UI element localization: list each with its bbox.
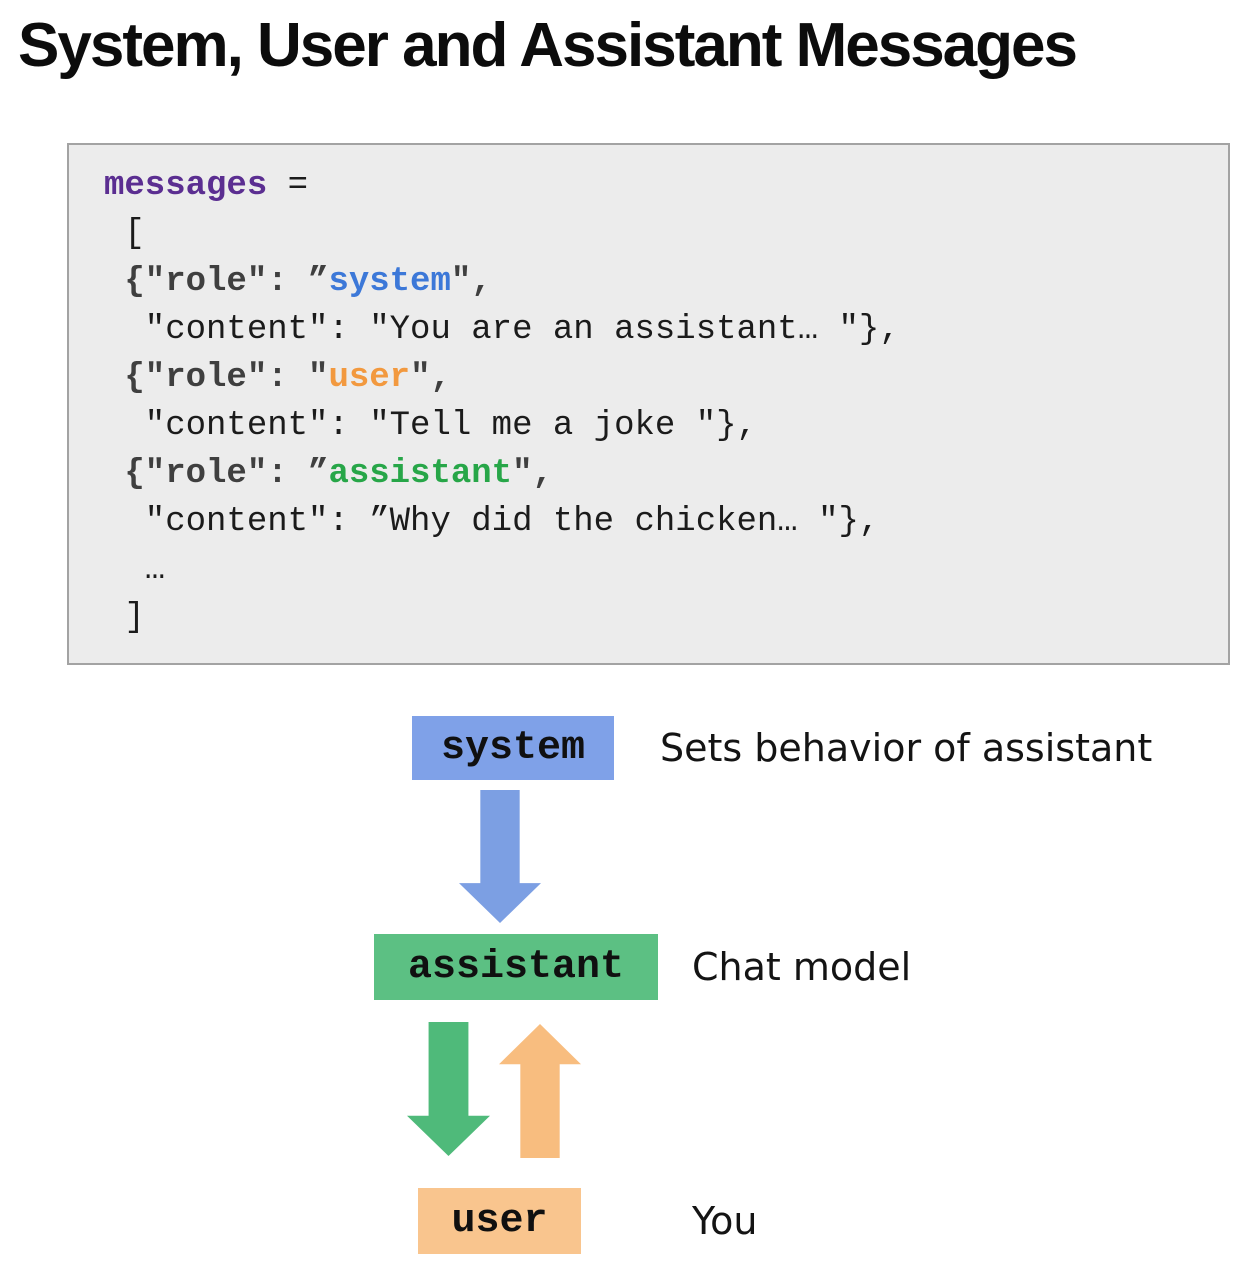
code-token: =	[267, 167, 309, 205]
user-description: You	[692, 1188, 758, 1254]
code-line: "content": "You are an assistant… "},	[104, 306, 1216, 354]
assistant-node: assistant	[374, 934, 658, 1000]
code-line: {"role": ”system",	[104, 258, 1216, 306]
page-title: System, User and Assistant Messages	[18, 11, 1078, 80]
code-token: messages	[104, 167, 268, 205]
system-description: Sets behavior of assistant	[660, 716, 1152, 780]
system-node-label: system	[440, 725, 586, 771]
user-node-label: user	[451, 1198, 548, 1244]
code-line: [	[104, 210, 1216, 258]
code-token: "content": ”Why did the chicken… "},	[104, 503, 880, 541]
system-to-assistant-arrow	[459, 790, 541, 923]
code-token: {"role": ”	[104, 263, 329, 301]
assistant-node-label: assistant	[407, 944, 625, 990]
user-description-text: You	[692, 1199, 758, 1243]
code-line: …	[104, 546, 1216, 594]
code-token-user-role: user	[328, 359, 411, 397]
code-token: {"role": "	[104, 359, 329, 397]
code-token: "content": "Tell me a joke "},	[104, 407, 757, 445]
code-token-assistant-role: assistant	[328, 455, 513, 493]
user-node: user	[418, 1188, 581, 1254]
code-token-system-role: system	[328, 263, 451, 301]
code-line: messages =	[104, 162, 1216, 210]
user-to-assistant-arrow	[499, 1024, 581, 1158]
system-description-text: Sets behavior of assistant	[660, 726, 1153, 770]
code-token: {"role": ”	[104, 455, 329, 493]
code-line: {"role": ”assistant",	[104, 450, 1216, 498]
code-token: [	[104, 215, 145, 253]
code-token: "content": "You are an assistant… "},	[104, 311, 900, 349]
system-node: system	[412, 716, 614, 780]
code-token: ]	[104, 599, 145, 637]
assistant-to-user-arrow	[407, 1022, 490, 1156]
code-block: messages = [ {"role": ”system", "content…	[67, 143, 1230, 665]
assistant-description: Chat model	[692, 934, 911, 1000]
code-line: "content": "Tell me a joke "},	[104, 402, 1216, 450]
code-token: …	[104, 551, 166, 589]
code-token: ",	[450, 263, 492, 301]
code-line: {"role": "user",	[104, 354, 1216, 402]
assistant-description-text: Chat model	[692, 945, 912, 989]
code-token: ",	[512, 455, 553, 493]
code-line: "content": ”Why did the chicken… "},	[104, 498, 1216, 546]
code-line: ]	[104, 594, 1216, 642]
code-token: ",	[410, 359, 451, 397]
